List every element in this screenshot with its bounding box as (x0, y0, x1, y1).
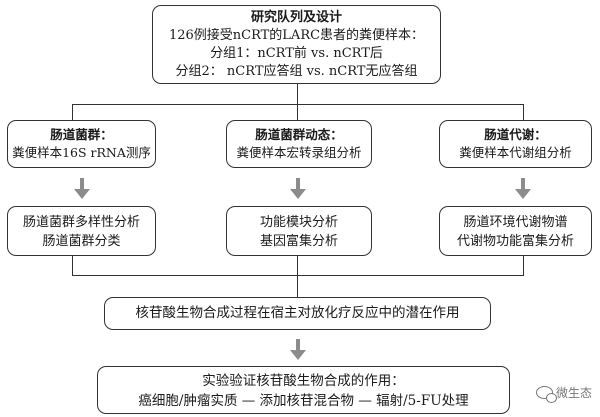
result-dynamics-enrichment: 基因富集分析 (259, 234, 338, 249)
method-box-microbiota: 肠道菌群： 粪便样本16S rRNA测序 (7, 120, 156, 168)
watermark-text: 微生态 (555, 386, 592, 400)
connector-trunk (297, 84, 299, 105)
connector-left-drop (72, 104, 74, 120)
summary-text: 核苷酸生物合成过程在宿主对放化疗反应中的潜在作用 (135, 305, 460, 321)
merge-middle-rise (297, 256, 299, 276)
method-subtitle-dynamics: 粪便样本宏转录组分析 (236, 145, 362, 160)
study-design-title: 研究队列及设计 (250, 10, 342, 25)
result-microbiota-taxonomy: 肠道菌群分类 (42, 234, 121, 249)
result-box-dynamics: 功能模块分析 基因富集分析 (226, 206, 372, 256)
study-design-box: 研究队列及设计 126例接受nCRT的LARC患者的粪便样本： 分组1：nCRT… (152, 5, 441, 84)
merge-right-rise (523, 256, 525, 276)
method-title-metabolism: 肠道代谢： (484, 127, 547, 142)
result-box-microbiota: 肠道菌群多样性分析 肠道菌群分类 (7, 206, 156, 256)
study-design-group2: 分组2： nCRT应答组 vs. nCRT无应答组 (175, 64, 418, 79)
validation-procedure: 癌细胞/肿瘤实质 — 添加核苷混合物 — 辐射/5-FU处理 (138, 393, 469, 409)
method-subtitle-microbiota: 粪便样本16S rRNA测序 (12, 145, 151, 160)
result-box-metabolism: 肠道环境代谢物谱 代谢物功能富集分析 (439, 206, 592, 256)
method-subtitle-metabolism: 粪便样本代谢组分析 (459, 145, 572, 160)
merge-trunk (297, 275, 299, 297)
result-microbiota-diversity: 肠道菌群多样性分析 (22, 215, 140, 230)
method-box-metabolism: 肠道代谢： 粪便样本代谢组分析 (439, 120, 592, 168)
merge-left-rise (72, 256, 74, 276)
wechat-icon (535, 386, 557, 403)
method-title-dynamics: 肠道菌群动态： (255, 127, 343, 142)
result-metabolism-profile: 肠道环境代谢物谱 (463, 215, 568, 230)
watermark: 微生态 (535, 384, 592, 403)
method-title-microbiota: 肠道菌群： (50, 127, 113, 142)
study-design-samples: 126例接受nCRT的LARC患者的粪便样本： (168, 28, 425, 43)
result-metabolism-enrichment: 代谢物功能富集分析 (456, 234, 574, 249)
connector-right-drop (523, 104, 525, 120)
study-design-group1: 分组1：nCRT前 vs. nCRT后 (210, 46, 383, 61)
connector-middle-drop (297, 104, 299, 120)
summary-box: 核苷酸生物合成过程在宿主对放化疗反应中的潜在作用 (104, 297, 491, 330)
validation-box: 实验验证核苷酸生物合成的作用： 癌细胞/肿瘤实质 — 添加核苷混合物 — 辐射/… (97, 366, 510, 414)
method-box-dynamics: 肠道菌群动态： 粪便样本宏转录组分析 (226, 120, 372, 168)
validation-title: 实验验证核苷酸生物合成的作用： (202, 373, 405, 389)
result-dynamics-modules: 功能模块分析 (259, 215, 338, 230)
